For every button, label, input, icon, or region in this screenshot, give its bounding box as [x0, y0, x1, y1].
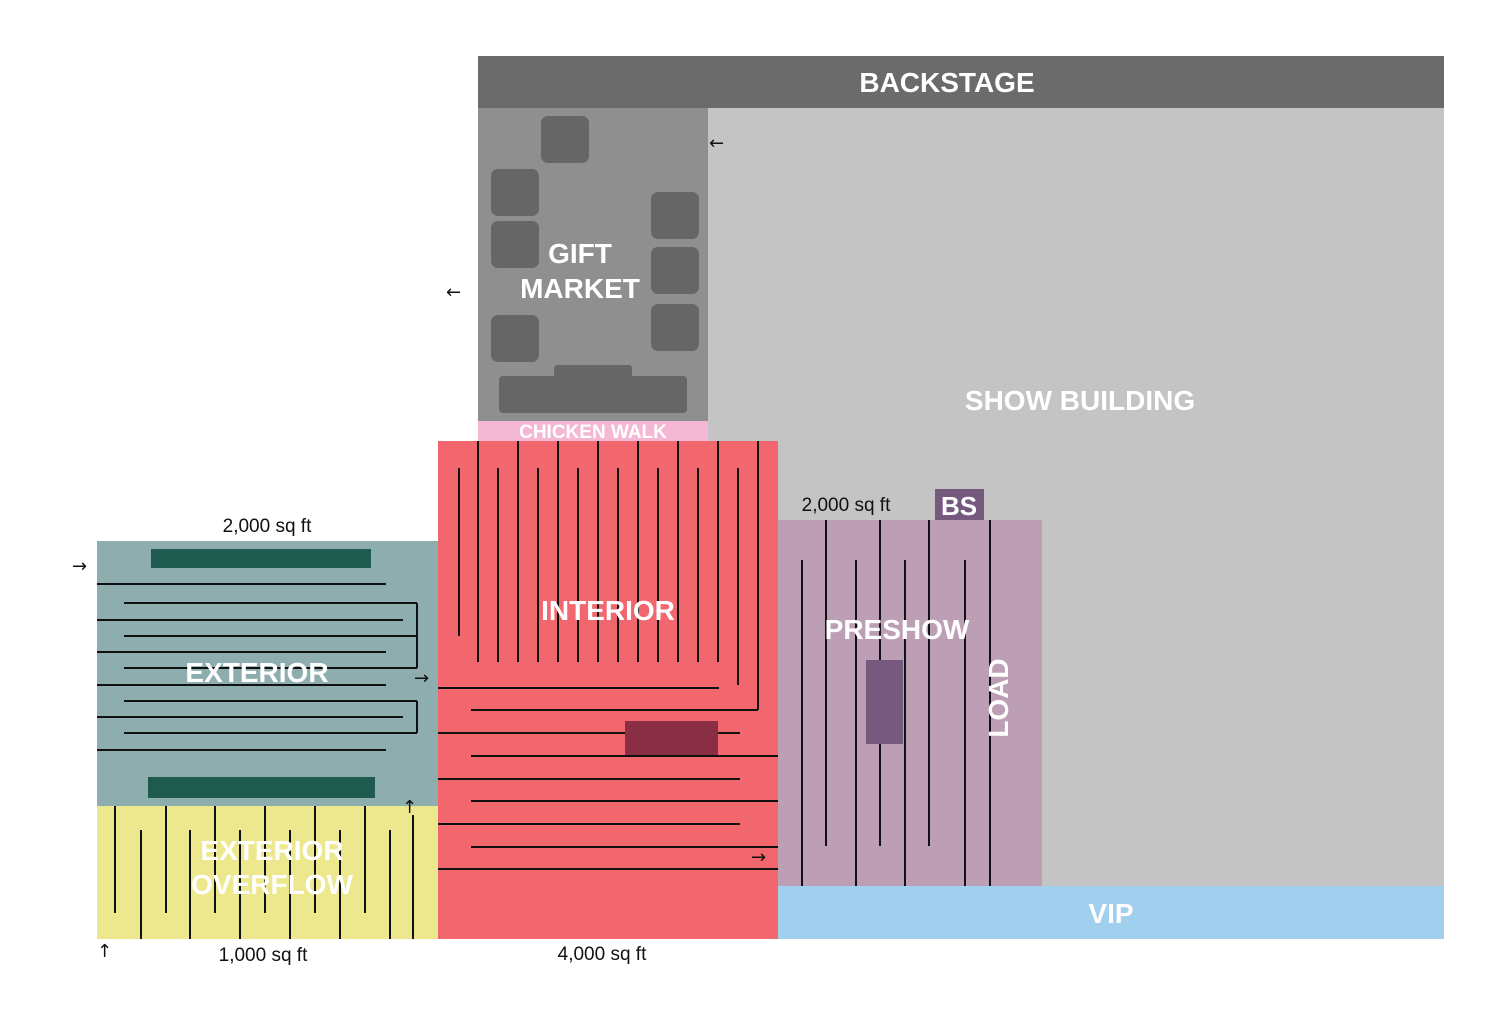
interior-area-label: 4,000 sq ft	[558, 944, 647, 965]
preshow-area-label: 2,000 sq ft	[802, 495, 891, 516]
arrow-up-icon: ↑	[97, 941, 112, 962]
gift-booths	[491, 116, 699, 413]
gift-booth	[491, 315, 539, 362]
chicken-walk-label: CHICKEN WALK	[519, 422, 667, 443]
gift-booth	[651, 247, 699, 294]
gift-market-label-line2: MARKET	[520, 273, 640, 304]
arrow-up-icon: ↑	[402, 797, 417, 818]
exterior-label: EXTERIOR	[185, 657, 328, 688]
backstage-label: BACKSTAGE	[859, 67, 1034, 98]
exterior-bar-bottom	[148, 777, 375, 798]
arrow-right-icon: →	[72, 556, 87, 577]
arrow-left-icon: ←	[446, 282, 461, 303]
gift-booth	[541, 116, 589, 163]
arrow-right-icon: →	[751, 847, 766, 868]
show-building-label: SHOW BUILDING	[965, 385, 1195, 416]
preshow-queue-lines	[801, 520, 991, 886]
preshow-zone	[778, 520, 1042, 886]
interior-block	[625, 721, 718, 755]
exterior-overflow-label-line1: EXTERIOR	[200, 835, 343, 866]
gift-booth	[651, 304, 699, 351]
bs-zone	[935, 489, 984, 520]
gift-market-label-line1: GIFT	[548, 238, 612, 269]
gift-booth	[651, 192, 699, 239]
arrow-right-icon: →	[414, 668, 429, 689]
exterior-queue-lines	[97, 583, 418, 751]
vip-label: VIP	[1088, 898, 1133, 929]
arrow-left-icon: ←	[709, 133, 724, 154]
gift-booth	[491, 221, 539, 268]
gift-counter	[499, 376, 687, 413]
vip-zone	[778, 886, 1444, 939]
exterior-overflow-queue-lines	[114, 806, 414, 939]
interior-zone	[438, 441, 778, 939]
chicken-walk-zone	[478, 421, 708, 441]
exterior-overflow-area-label: 1,000 sq ft	[219, 945, 308, 966]
load-label: LOAD	[983, 658, 1014, 737]
preshow-label: PRESHOW	[825, 614, 970, 645]
interior-queue-lines	[438, 441, 778, 870]
exterior-overflow-zone	[97, 806, 438, 939]
interior-label: INTERIOR	[541, 595, 675, 626]
preshow-block	[866, 660, 903, 744]
exterior-overflow-label-line2: OVERFLOW	[191, 869, 353, 900]
exterior-area-label: 2,000 sq ft	[223, 516, 312, 537]
bs-label: BS	[941, 491, 977, 521]
exterior-zone	[97, 541, 438, 806]
gift-booth	[491, 169, 539, 216]
exterior-bar-top	[151, 549, 371, 568]
backstage-zone	[478, 56, 1444, 108]
